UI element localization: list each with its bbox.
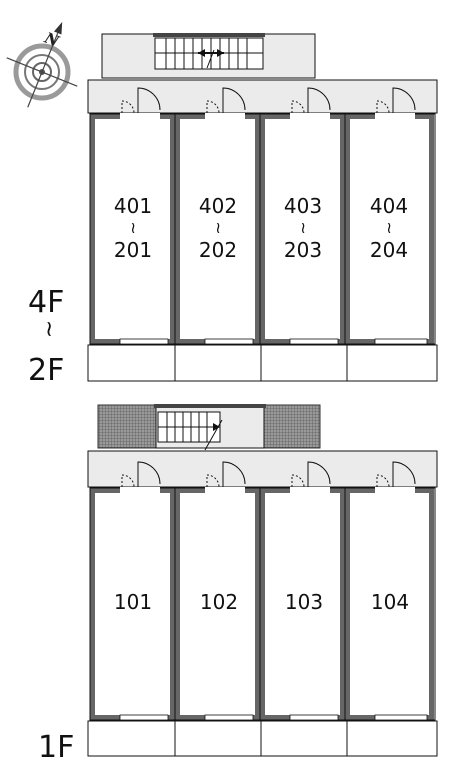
unit-bottom-number: 203	[284, 238, 322, 262]
unit-range-separator: ~	[294, 221, 313, 234]
floor-range-separator: ~	[36, 320, 61, 338]
floor-top-label: 4F	[28, 285, 64, 320]
entrance-doors	[120, 87, 416, 119]
mesh-area-left	[97, 404, 157, 449]
balconies	[87, 344, 438, 382]
entrance-doors	[120, 461, 416, 493]
corridor	[87, 450, 438, 488]
mesh-area-right	[263, 404, 321, 449]
unit-402-202-label: 402 ~ 202	[199, 194, 237, 262]
unit-103-label: 103	[285, 590, 323, 614]
terraces	[87, 720, 438, 757]
unit-bottom-number: 204	[370, 238, 408, 262]
unit-top-number: 402	[199, 194, 237, 218]
unit-104-label: 104	[371, 590, 409, 614]
windows	[119, 338, 428, 345]
unit-top-number: 403	[284, 194, 322, 218]
unit-bottom-number: 201	[114, 238, 152, 262]
compass-icon: N	[6, 21, 78, 108]
floor-range-label: 4F ~ 2F	[28, 285, 64, 388]
unit-101-label: 101	[114, 590, 152, 614]
unit-range-separator: ~	[124, 221, 143, 234]
staircase	[157, 411, 223, 451]
floor-1f-label: 1F	[38, 730, 74, 765]
windows	[119, 714, 428, 721]
unit-401-201-label: 401 ~ 201	[114, 194, 152, 262]
unit-top-number: 404	[370, 194, 408, 218]
unit-102-label: 102	[200, 590, 238, 614]
staircase	[154, 37, 264, 70]
floor-bottom-label: 2F	[28, 353, 64, 388]
unit-403-203-label: 403 ~ 203	[284, 194, 322, 262]
corridor	[87, 79, 438, 114]
unit-range-separator: ~	[380, 221, 399, 234]
unit-top-number: 401	[114, 194, 152, 218]
upper-floors-plan: 401 ~ 201 402 ~ 202 403 ~ 203 404 ~ 204 …	[28, 33, 438, 388]
unit-404-204-label: 404 ~ 204	[370, 194, 408, 262]
unit-range-separator: ~	[209, 221, 228, 234]
unit-bottom-number: 202	[199, 238, 237, 262]
ground-floor-plan: 101 102 103 104 1F	[38, 404, 438, 765]
